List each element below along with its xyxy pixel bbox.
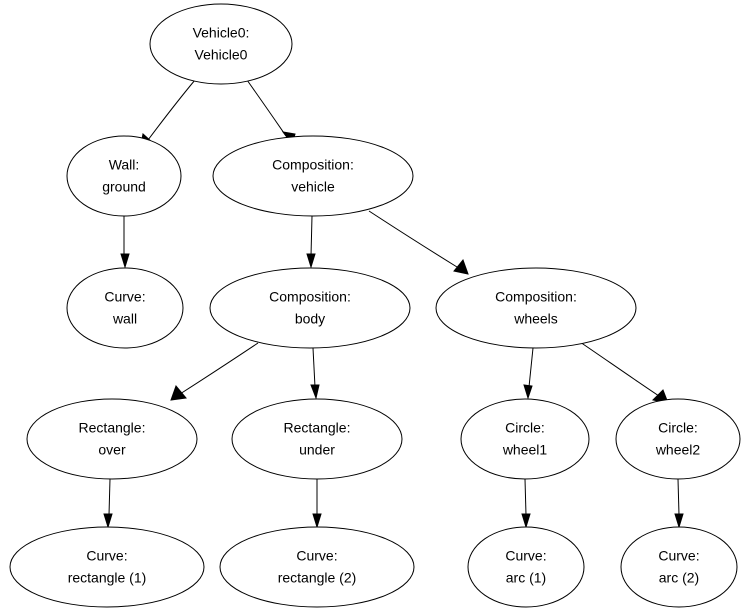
edge-line xyxy=(368,210,458,268)
edge-arrowhead-icon xyxy=(453,258,469,275)
edge-line xyxy=(108,478,111,516)
node-label-name: body xyxy=(295,311,325,327)
graph-node-circle_wheel2[interactable]: Circle: wheel2 xyxy=(615,398,741,480)
edge-arrowhead-icon xyxy=(120,253,130,269)
edge-arrowhead-icon xyxy=(312,513,322,529)
node-ellipse-shape xyxy=(615,398,741,480)
graph-node-rectangle_over[interactable]: Rectangle: over xyxy=(26,398,198,480)
node-ellipse-shape xyxy=(149,3,293,85)
node-label-type: Composition: xyxy=(272,157,354,173)
node-label-name: vehicle xyxy=(291,179,335,195)
node-label-name: under xyxy=(299,442,335,458)
node-label-name: rectangle (2) xyxy=(278,570,357,586)
edge-arrowhead-icon xyxy=(521,513,531,529)
graph-node-curve_rectangle_1[interactable]: Curve: rectangle (1) xyxy=(9,526,205,608)
node-label-name: wheels xyxy=(513,311,558,327)
graph-node-curve_rectangle_2[interactable]: Curve: rectangle (2) xyxy=(219,526,415,608)
node-label-type: Curve: xyxy=(505,548,546,564)
edge-line xyxy=(179,342,259,395)
edge-arrowhead-icon xyxy=(103,513,113,529)
graph-node-wall_ground[interactable]: Wall: ground xyxy=(66,135,182,217)
edge-line xyxy=(147,79,196,141)
node-ellipse-shape xyxy=(66,135,182,217)
node-label-type: Curve: xyxy=(86,548,127,564)
node-ellipse-shape xyxy=(231,398,403,480)
node-ellipse-shape xyxy=(460,398,590,480)
graph-node-rectangle_under[interactable]: Rectangle: under xyxy=(231,398,403,480)
edge-arrowhead-icon xyxy=(306,253,316,269)
node-label-name: Vehicle0 xyxy=(195,47,248,63)
graph-node-vehicle0[interactable]: Vehicle0: Vehicle0 xyxy=(149,3,293,85)
graph-node-circle_wheel1[interactable]: Circle: wheel1 xyxy=(460,398,590,480)
graph-edge-circle_wheel2-to-curve_arc_2 xyxy=(674,478,684,529)
node-ellipse-shape xyxy=(9,526,205,608)
node-ellipse-shape xyxy=(209,267,411,349)
edge-line xyxy=(528,347,534,388)
node-label-type: Vehicle0: xyxy=(193,25,250,41)
node-ellipse-shape xyxy=(435,267,637,349)
node-label-name: wheel2 xyxy=(655,442,701,458)
graph-edge-composition_vehicle-to-composition_wheels xyxy=(368,210,469,275)
graph-edge-composition_wheels-to-circle_wheel2 xyxy=(579,341,669,404)
node-label-name: ground xyxy=(102,179,146,195)
edge-line xyxy=(677,478,680,516)
node-label-type: Rectangle: xyxy=(79,420,146,436)
node-label-name: rectangle (1) xyxy=(68,570,147,586)
graph-edge-rectangle_under-to-curve_rectangle_2 xyxy=(312,479,322,529)
node-ellipse-shape xyxy=(620,526,738,608)
graph-node-composition_wheels[interactable]: Composition: wheels xyxy=(435,267,637,349)
node-label-name: wall xyxy=(112,311,137,327)
node-label-type: Composition: xyxy=(495,289,577,305)
node-ellipse-shape xyxy=(66,267,184,349)
graph-edge-composition_vehicle-to-composition_body xyxy=(306,215,316,269)
graph-edge-rectangle_over-to-curve_rectangle_1 xyxy=(103,478,113,529)
node-label-type: Curve: xyxy=(104,289,145,305)
graph-edge-circle_wheel1-to-curve_arc_1 xyxy=(521,478,531,529)
node-label-type: Composition: xyxy=(269,289,351,305)
graph-edge-composition_wheels-to-circle_wheel1 xyxy=(523,347,534,400)
edge-line xyxy=(524,478,527,516)
edge-arrowhead-icon xyxy=(170,385,187,401)
graph-edge-vehicle0-to-wall_ground xyxy=(139,79,196,150)
node-label-name: arc (2) xyxy=(659,570,699,586)
node-ellipse-shape xyxy=(212,135,414,217)
node-label-name: wheel1 xyxy=(502,442,548,458)
edge-line xyxy=(312,347,316,388)
graph-node-curve_arc_1[interactable]: Curve: arc (1) xyxy=(467,526,585,608)
node-label-type: Circle: xyxy=(505,420,545,436)
graph-node-composition_vehicle[interactable]: Composition: vehicle xyxy=(212,135,414,217)
edge-arrowhead-icon xyxy=(310,384,320,400)
node-label-type: Rectangle: xyxy=(284,420,351,436)
graph-edge-wall_ground-to-curve_wall xyxy=(120,216,130,269)
node-label-name: arc (1) xyxy=(506,570,546,586)
node-label-type: Circle: xyxy=(658,420,698,436)
node-ellipse-shape xyxy=(219,526,415,608)
graph-edge-composition_body-to-rectangle_under xyxy=(310,347,320,400)
edge-line xyxy=(246,79,287,137)
graph-edge-composition_body-to-rectangle_over xyxy=(170,342,259,401)
node-label-type: Wall: xyxy=(109,157,140,173)
edge-line xyxy=(579,341,660,397)
graph-node-composition_body[interactable]: Composition: body xyxy=(209,267,411,349)
node-ellipse-shape xyxy=(467,526,585,608)
edge-arrowhead-icon xyxy=(523,384,533,400)
node-label-type: Curve: xyxy=(658,548,699,564)
edge-arrowhead-icon xyxy=(674,513,684,529)
graph-node-curve_wall[interactable]: Curve: wall xyxy=(66,267,184,349)
node-ellipse-shape xyxy=(26,398,198,480)
edge-line xyxy=(310,215,313,257)
graph-node-curve_arc_2[interactable]: Curve: arc (2) xyxy=(620,526,738,608)
nodes-layer: Vehicle0:Vehicle0Wall:groundComposition:… xyxy=(9,3,741,608)
graph-edge-vehicle0-to-composition_vehicle xyxy=(246,79,296,146)
node-label-type: Curve: xyxy=(296,548,337,564)
node-label-name: over xyxy=(98,442,126,458)
